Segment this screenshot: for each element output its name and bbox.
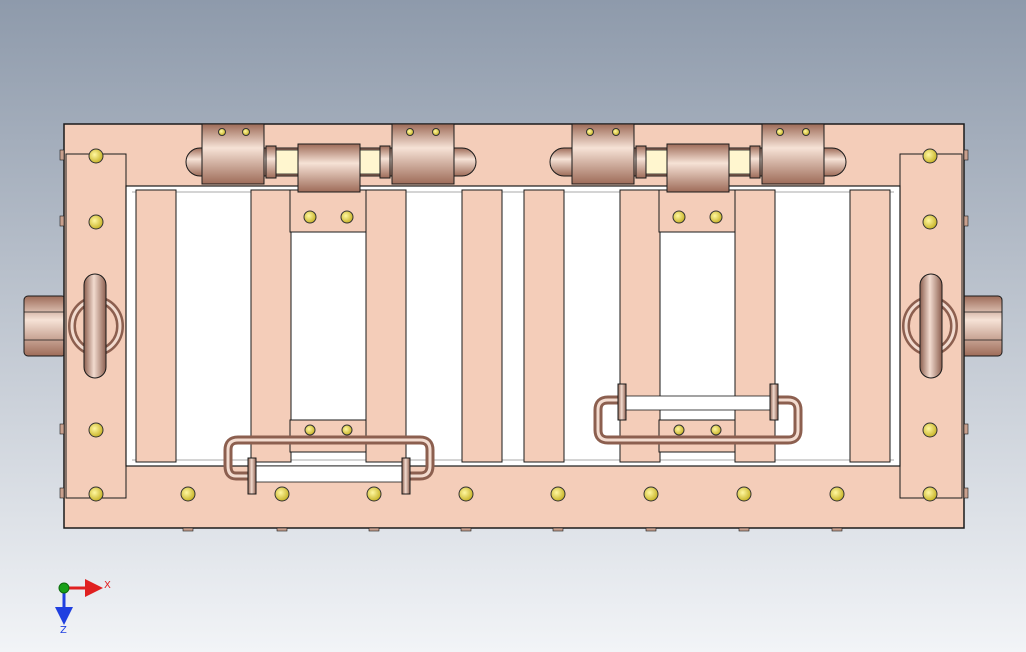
bottom-left-latch-handle[interactable] — [223, 435, 435, 495]
support-bar — [619, 189, 661, 463]
support-bar — [461, 189, 503, 463]
bolt — [643, 486, 659, 502]
bolt — [922, 486, 938, 502]
support-bar — [135, 189, 177, 463]
bolt — [458, 486, 474, 502]
bolt — [736, 486, 752, 502]
y-axis-dot — [58, 582, 70, 594]
z-axis-label: Z — [60, 625, 67, 636]
central-opening — [125, 185, 901, 467]
support-bar — [250, 189, 292, 463]
bolt — [88, 214, 104, 230]
bolt — [88, 422, 104, 438]
right-side-clamp — [959, 295, 1003, 357]
edge-studs — [59, 149, 969, 532]
support-bars — [135, 189, 891, 463]
bolt — [88, 486, 104, 502]
coordinate-triad: X Z — [55, 579, 111, 636]
support-bar — [365, 189, 407, 463]
bolt — [550, 486, 566, 502]
bolt — [88, 148, 104, 164]
bolt — [922, 214, 938, 230]
left-side-handle[interactable] — [68, 273, 124, 379]
x-axis-label: X — [104, 580, 111, 591]
bottom-right-latch-handle[interactable] — [593, 383, 803, 445]
support-bar — [734, 189, 776, 463]
bolt-group — [88, 148, 938, 502]
bolt — [180, 486, 196, 502]
bolt — [829, 486, 845, 502]
bolt — [922, 148, 938, 164]
left-hinge-assembly — [185, 123, 477, 193]
left-side-clamp — [23, 295, 67, 357]
right-side-handle[interactable] — [902, 273, 958, 379]
bolt — [274, 486, 290, 502]
support-bar — [523, 189, 565, 463]
support-bar — [849, 189, 891, 463]
fixture-model[interactable] — [23, 123, 1003, 532]
bolt — [922, 422, 938, 438]
right-hinge-assembly — [549, 123, 847, 193]
bolt — [366, 486, 382, 502]
